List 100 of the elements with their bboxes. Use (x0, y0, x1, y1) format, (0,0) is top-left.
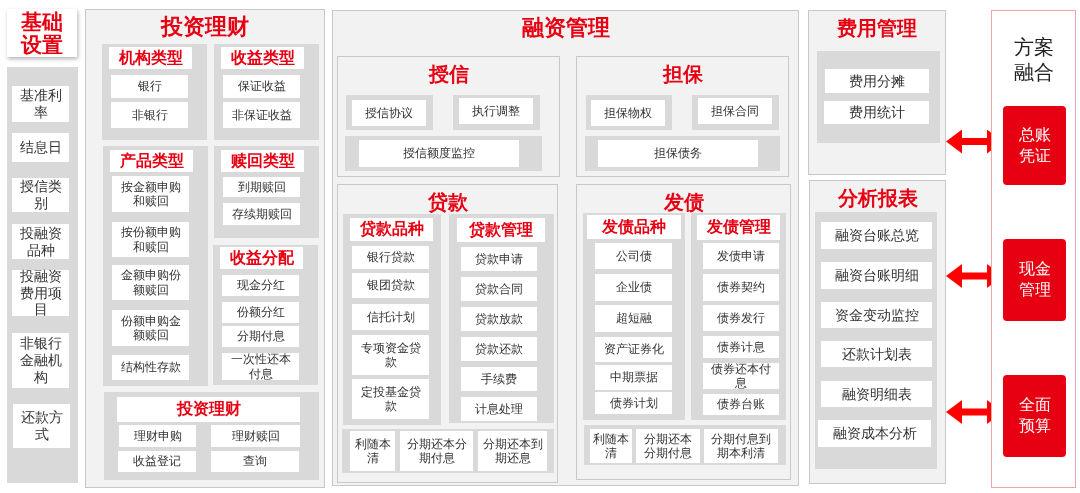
item-tile: 分期还本分期付息 (400, 431, 473, 471)
item-tile: 费用统计 (824, 101, 929, 124)
item-tile: 债券台账 (703, 394, 779, 415)
item-tile: 中期票据 (595, 365, 672, 390)
item-tile: 保证收益 (223, 75, 300, 98)
item-tile: 融资明细表 (821, 381, 932, 407)
item-tile: 手续费 (461, 367, 537, 391)
item-tile: 融资成本分析 (818, 420, 931, 447)
item-tile: 理财赎回 (211, 425, 300, 447)
item-tile: 收益登记 (118, 451, 196, 472)
panel-title: 担保 (661, 62, 704, 86)
item-tile: 公司债 (595, 243, 672, 269)
item-tile: 现金分红 (222, 275, 299, 296)
group-panel (104, 392, 319, 480)
group-panel (583, 213, 685, 420)
item-tile: 担保合同 (698, 98, 772, 124)
item-tile: 分期还本到期还息 (478, 431, 547, 471)
item-tile: 存续期赎回 (223, 203, 300, 225)
item-tile: 非保证收益 (223, 102, 300, 128)
item-tile: 资金变动监控 (821, 302, 932, 328)
group-heading: 贷款品种 (350, 218, 433, 241)
group-heading: 贷款管理 (457, 218, 545, 242)
item-tile: 金额申购份额赎回 (112, 265, 189, 300)
item-tile: 份额分红 (222, 302, 299, 323)
group-panel (449, 214, 554, 423)
item-tile: 基准利率 (12, 86, 69, 122)
item-tile: 贷款申请 (461, 247, 537, 271)
module-panel (85, 9, 325, 488)
item-tile: 贷款合同 (461, 277, 537, 301)
item-tile: 按金额申购和赎回 (112, 176, 189, 212)
item-tile: 按份额申购和赎回 (112, 222, 189, 257)
item-tile: 融资台账明细 (821, 262, 932, 289)
item-tile: 债券计划 (595, 392, 672, 414)
item-tile: 结构性存款 (112, 355, 189, 380)
item-tile: 银行贷款 (352, 246, 429, 269)
item-tile: 贷款放款 (461, 307, 537, 331)
item-tile: 担保物权 (591, 100, 665, 126)
group-heading: 收益类型 (221, 47, 304, 69)
group-heading: 投资理财 (117, 397, 300, 422)
item-tile: 专项资金贷款 (352, 335, 429, 375)
panel-title: 贷款 (426, 190, 469, 214)
item-tile: 授信额度监控 (359, 140, 519, 167)
item-tile: 债券发行 (703, 305, 779, 331)
item-tile: 分期付息 (222, 326, 299, 347)
item-tile: 债券契约 (703, 274, 779, 301)
item-tile: 投融资品种 (12, 224, 69, 259)
item-tile: 执行调整 (459, 98, 533, 124)
item-tile: 授信协议 (352, 100, 426, 126)
module-panel (808, 10, 946, 175)
item-tile: 分期付息到期本利清 (704, 429, 778, 463)
module-panel (337, 184, 558, 483)
item-tile: 担保债务 (598, 140, 758, 167)
group-heading: 发债管理 (697, 215, 780, 240)
item-tile: 利随本清 (590, 429, 632, 463)
item-tile: 定投基金贷款 (352, 379, 429, 419)
panel-title: 费用管理 (836, 16, 918, 40)
group-panel (103, 146, 208, 386)
group-heading: 产品类型 (110, 150, 193, 172)
panel-title: 授信 (427, 62, 470, 86)
group-panel (214, 44, 319, 140)
panel-title: 发债 (662, 190, 705, 214)
panel-title: 方案融合 (1012, 35, 1055, 85)
item-tile: 还款计划表 (821, 341, 932, 367)
group-heading: 收益分配 (220, 247, 303, 269)
item-tile: 份额申购金额赎回 (112, 310, 189, 346)
section-heading: 基础设置 (7, 9, 77, 57)
item-tile: 债券还本付息 (703, 363, 779, 389)
item-tile: 非银行 (111, 102, 188, 128)
item-tile: 资产证券化 (595, 337, 672, 362)
item-tile: 非银行金融机构 (12, 333, 69, 388)
item-tile: 融资台账总览 (821, 222, 932, 249)
item-tile: 企业债 (595, 274, 672, 301)
module-panel (332, 10, 799, 486)
integration-tile: 现金管理 (1003, 239, 1066, 321)
module-panel (576, 56, 789, 177)
module-panel (337, 56, 560, 177)
item-tile: 授信类别 (12, 178, 69, 212)
group-panel (213, 245, 318, 385)
item-tile: 结息日 (12, 133, 69, 162)
item-tile: 投融资费用项目 (12, 270, 69, 316)
group-panel (102, 44, 207, 140)
panel-title: 投资理财 (159, 14, 250, 41)
item-tile: 理财申购 (119, 425, 196, 447)
item-tile: 信托计划 (352, 304, 429, 330)
integration-panel (991, 10, 1076, 488)
group-panel (214, 146, 319, 238)
group-heading: 发债品种 (587, 215, 681, 239)
integration-tile: 总账凭证 (1003, 106, 1066, 185)
group-heading: 机构类型 (109, 47, 192, 69)
item-tile: 银团贷款 (352, 273, 429, 298)
panel-title: 融资管理 (520, 15, 611, 42)
group-heading: 赎回类型 (221, 150, 304, 172)
panel-title: 分析报表 (836, 186, 919, 210)
group-panel (7, 67, 78, 483)
item-tile: 一次性还本付息 (222, 353, 299, 380)
item-tile: 还款方式 (13, 404, 70, 448)
module-panel (809, 180, 946, 484)
item-tile: 超短融 (595, 305, 672, 332)
group-panel (343, 214, 441, 425)
item-tile: 银行 (111, 75, 188, 98)
